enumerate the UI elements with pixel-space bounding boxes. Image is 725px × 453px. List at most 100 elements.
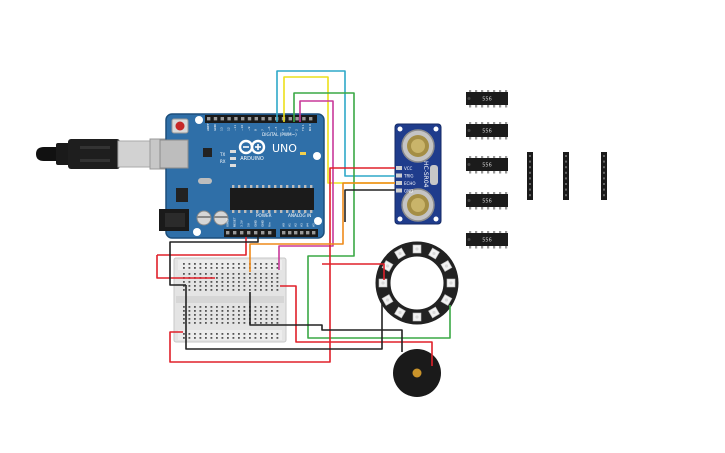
breadboard-hole[interactable] <box>199 306 202 308</box>
breadboard-hole[interactable] <box>243 306 246 308</box>
breadboard-hole[interactable] <box>216 285 218 287</box>
breadboard-hole[interactable] <box>210 273 213 275</box>
digital-pin-~11[interactable] <box>234 117 238 121</box>
analog-pin-A1[interactable] <box>288 231 292 235</box>
breadboard-hole[interactable] <box>238 281 240 283</box>
breadboard-hole[interactable] <box>221 333 224 335</box>
breadboard-hole[interactable] <box>183 333 185 335</box>
breadboard-hole[interactable] <box>265 322 268 324</box>
breadboard-hole[interactable] <box>194 263 196 265</box>
power-pin-RESET[interactable] <box>233 231 237 235</box>
breadboard-hole[interactable] <box>183 281 185 283</box>
breadboard-hole[interactable] <box>249 285 251 287</box>
breadboard-hole[interactable] <box>238 322 240 324</box>
breadboard-hole[interactable] <box>205 314 207 316</box>
breadboard-hole[interactable] <box>260 263 262 265</box>
breadboard-hole[interactable] <box>183 337 185 339</box>
digital-pin-7[interactable] <box>261 117 265 121</box>
breadboard-hole[interactable] <box>238 277 240 279</box>
digital-pin-8[interactable] <box>254 117 258 121</box>
breadboard-hole[interactable] <box>254 314 257 316</box>
breadboard-hole[interactable] <box>221 306 224 308</box>
breadboard-hole[interactable] <box>194 318 196 320</box>
breadboard-hole[interactable] <box>210 289 213 291</box>
breadboard-hole[interactable] <box>249 337 251 339</box>
breadboard-hole[interactable] <box>238 318 240 320</box>
breadboard-hole[interactable] <box>227 277 229 279</box>
breadboard-hole[interactable] <box>260 314 262 316</box>
breadboard-hole[interactable] <box>249 333 251 335</box>
breadboard-hole[interactable] <box>194 333 196 335</box>
breadboard-hole[interactable] <box>238 267 240 269</box>
breadboard-hole[interactable] <box>194 273 196 275</box>
analog-pin-A5[interactable] <box>312 231 316 235</box>
breadboard-hole[interactable] <box>260 322 262 324</box>
breadboard-hole[interactable] <box>216 322 218 324</box>
breadboard-hole[interactable] <box>254 310 257 312</box>
breadboard-hole[interactable] <box>265 318 268 320</box>
breadboard-hole[interactable] <box>210 306 213 308</box>
breadboard-hole[interactable] <box>188 263 191 265</box>
breadboard-hole[interactable] <box>210 285 213 287</box>
neopixel-ring[interactable] <box>375 241 459 325</box>
breadboard-hole[interactable] <box>276 310 279 312</box>
female-header[interactable] <box>563 152 569 200</box>
breadboard-hole[interactable] <box>276 277 279 279</box>
breadboard-hole[interactable] <box>188 281 191 283</box>
breadboard-hole[interactable] <box>243 314 246 316</box>
breadboard-hole[interactable] <box>265 337 268 339</box>
breadboard-hole[interactable] <box>194 337 196 339</box>
header-socket[interactable] <box>529 194 531 197</box>
header-socket[interactable] <box>529 166 531 169</box>
breadboard-hole[interactable] <box>194 314 196 316</box>
breadboard-hole[interactable] <box>232 337 235 339</box>
header-socket[interactable] <box>603 160 605 163</box>
breadboard-hole[interactable] <box>216 314 218 316</box>
wire-red[interactable] <box>322 263 385 280</box>
power-pin-IOREF[interactable] <box>226 231 230 235</box>
breadboard-hole[interactable] <box>205 289 207 291</box>
breadboard-hole[interactable] <box>271 267 273 269</box>
breadboard-hole[interactable] <box>188 314 191 316</box>
header-socket[interactable] <box>603 188 605 191</box>
breadboard-hole[interactable] <box>260 289 262 291</box>
breadboard-hole[interactable] <box>249 277 251 279</box>
breadboard-hole[interactable] <box>232 333 235 335</box>
breadboard-hole[interactable] <box>183 322 185 324</box>
breadboard-hole[interactable] <box>194 306 196 308</box>
header-socket[interactable] <box>603 177 605 180</box>
breadboard-hole[interactable] <box>271 263 273 265</box>
breadboard-hole[interactable] <box>243 310 246 312</box>
breadboard-hole[interactable] <box>199 322 202 324</box>
reset-button[interactable] <box>171 118 189 134</box>
breadboard-hole[interactable] <box>227 306 229 308</box>
breadboard-hole[interactable] <box>238 289 240 291</box>
breadboard-hole[interactable] <box>199 273 202 275</box>
breadboard-hole[interactable] <box>276 333 279 335</box>
breadboard-hole[interactable] <box>227 337 229 339</box>
breadboard-hole[interactable] <box>238 285 240 287</box>
breadboard-hole[interactable] <box>260 306 262 308</box>
breadboard-hole[interactable] <box>265 306 268 308</box>
breadboard-hole[interactable] <box>210 267 213 269</box>
breadboard-hole[interactable] <box>276 322 279 324</box>
breadboard-hole[interactable] <box>238 337 240 339</box>
breadboard-hole[interactable] <box>210 337 213 339</box>
breadboard-hole[interactable] <box>238 263 240 265</box>
header-socket[interactable] <box>529 171 531 174</box>
breadboard-hole[interactable] <box>227 333 229 335</box>
breadboard-hole[interactable] <box>276 281 279 283</box>
breadboard-hole[interactable] <box>271 273 273 275</box>
breadboard-hole[interactable] <box>271 306 273 308</box>
power-pin-GND[interactable] <box>261 231 265 235</box>
timer-chip-556[interactable]: 556 <box>466 90 508 108</box>
breadboard-hole[interactable] <box>243 333 246 335</box>
sensor-pin-gnd[interactable] <box>396 188 402 193</box>
breadboard-hole[interactable] <box>188 322 191 324</box>
header-socket[interactable] <box>529 177 531 180</box>
breadboard-hole[interactable] <box>276 289 279 291</box>
breadboard-hole[interactable] <box>194 322 196 324</box>
header-socket[interactable] <box>603 155 605 157</box>
breadboard-hole[interactable] <box>276 337 279 339</box>
